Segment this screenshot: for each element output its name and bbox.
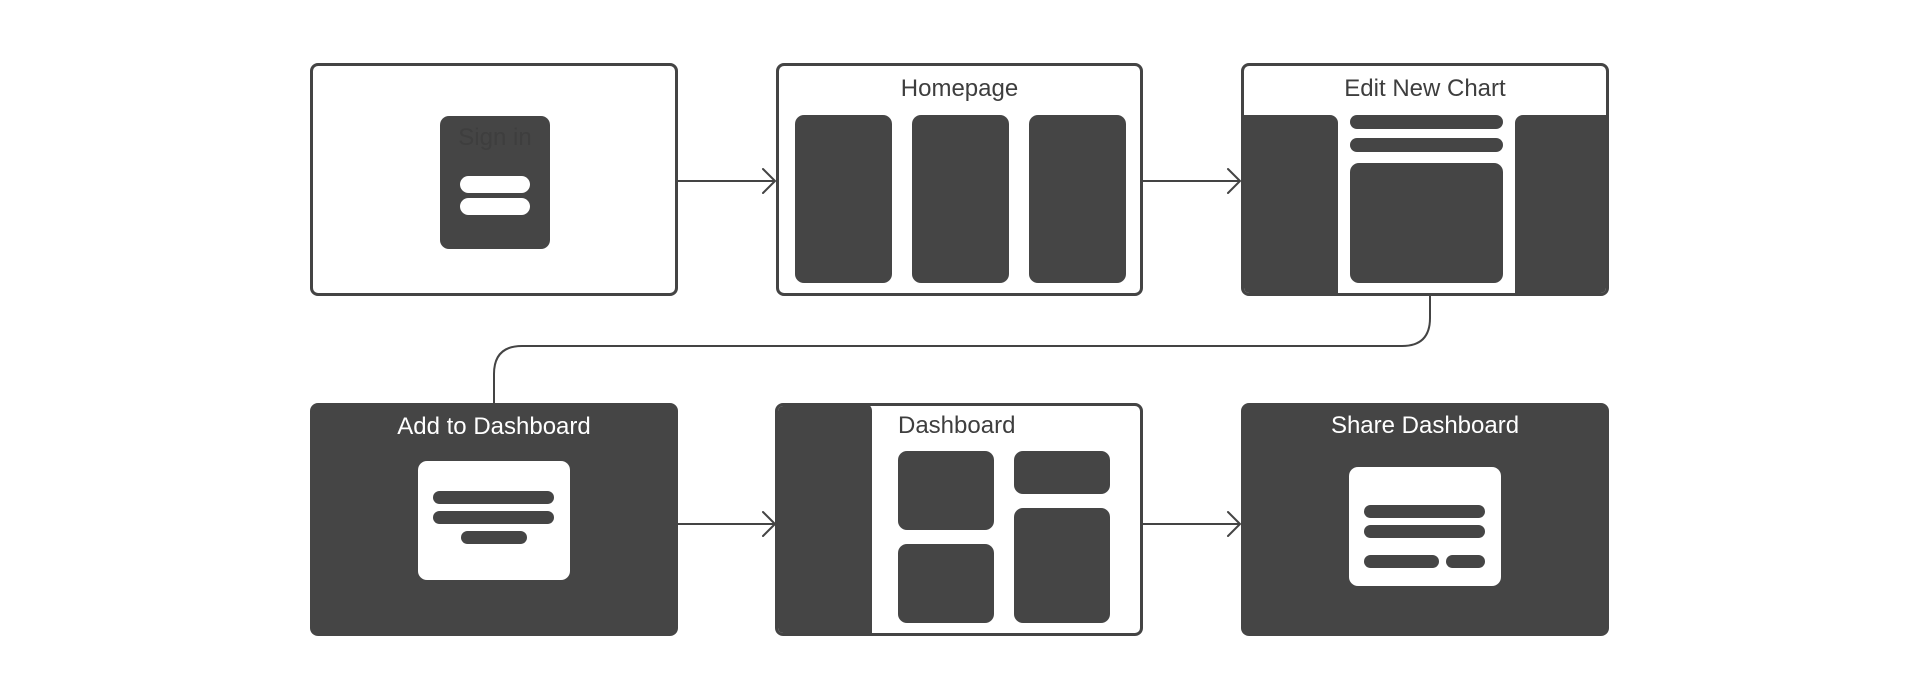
add-dashboard-dialog-button xyxy=(461,531,527,544)
add-dashboard-dialog-line-1 xyxy=(433,491,554,504)
arrow-add-dashboard-to-dashboard xyxy=(676,511,776,537)
edit-chart-left-panel xyxy=(1244,115,1338,293)
edit-chart-canvas xyxy=(1350,163,1503,283)
share-dashboard-dialog-button xyxy=(1446,555,1485,568)
dashboard-widget-4 xyxy=(1014,508,1110,623)
homepage-card-1 xyxy=(795,115,892,283)
edit-chart-toolbar-line-2 xyxy=(1350,138,1503,152)
signin-password-field xyxy=(460,198,530,215)
signin-username-field xyxy=(460,176,530,193)
add-dashboard-label: Add to Dashboard xyxy=(397,413,591,440)
dashboard-widget-3 xyxy=(898,544,994,623)
add-dashboard-dialog-line-2 xyxy=(433,511,554,524)
signin-label: Sign in xyxy=(458,124,532,151)
add-dashboard-dialog xyxy=(418,461,570,580)
share-dashboard-dialog xyxy=(1349,467,1501,586)
share-dashboard-dialog-line-1 xyxy=(1364,505,1485,518)
add-dashboard-step: Add to Dashboard xyxy=(310,403,678,636)
homepage-card-3 xyxy=(1029,115,1126,283)
edit-chart-toolbar-line-1 xyxy=(1350,115,1503,129)
signin-step: Sign in xyxy=(310,63,678,296)
share-dashboard-dialog-line-2 xyxy=(1364,525,1485,538)
homepage-label: Homepage xyxy=(900,75,1019,102)
dashboard-widget-1 xyxy=(898,451,994,530)
signin-form-panel: Sign in xyxy=(440,116,550,249)
homepage-card-2 xyxy=(912,115,1009,283)
share-dashboard-dialog-field xyxy=(1364,555,1439,568)
edit-chart-label: Edit New Chart xyxy=(1344,75,1506,102)
dashboard-step: Dashboard xyxy=(775,403,1143,636)
share-dashboard-label: Share Dashboard xyxy=(1330,412,1520,439)
edit-chart-step: Edit New Chart xyxy=(1241,63,1609,296)
arrow-homepage-to-edit-chart xyxy=(1141,168,1241,194)
dashboard-widget-2 xyxy=(1014,451,1110,494)
edit-chart-right-panel xyxy=(1515,115,1606,293)
share-dashboard-step: Share Dashboard xyxy=(1241,403,1609,636)
dashboard-sidebar xyxy=(778,406,872,633)
arrow-dashboard-to-share-dashboard xyxy=(1141,511,1241,537)
connector-edit-chart-to-add-dashboard xyxy=(493,295,1431,405)
dashboard-label: Dashboard xyxy=(898,412,1016,439)
homepage-step: Homepage xyxy=(776,63,1143,296)
arrow-signin-to-homepage xyxy=(676,168,776,194)
